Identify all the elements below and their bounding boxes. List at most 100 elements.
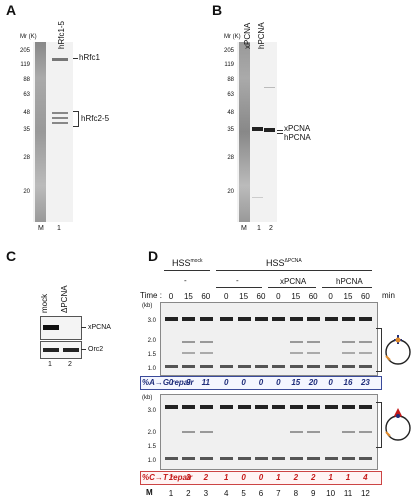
repair-ag-value: 0 [276, 378, 281, 387]
orc2-pointer [81, 349, 86, 350]
panel-c-label: C [6, 248, 17, 264]
hrfc1-label: hRfc1 [79, 53, 100, 62]
repair-band [307, 352, 321, 354]
repair-band [359, 431, 373, 433]
marker-lane [239, 42, 250, 222]
hpcna-band [264, 128, 275, 132]
mw-tick: 28 [227, 155, 234, 161]
repair-ct-value: 1 [168, 473, 174, 482]
gel-band [237, 457, 251, 460]
panel-b-label: B [212, 2, 223, 18]
bracket-bottom [376, 402, 382, 448]
xpcna-blot [40, 316, 82, 340]
repair-ag-value: 0 [241, 378, 246, 387]
time-value: 60 [360, 292, 370, 301]
hrfc-band [52, 112, 68, 114]
mw-tick: 63 [23, 92, 30, 98]
plasmid-ag-icon [385, 335, 411, 365]
gel-band [255, 317, 268, 321]
lane-label-2: 2 [68, 361, 72, 368]
gel-bottom [160, 394, 378, 470]
gel-band [199, 365, 213, 368]
repair-ct-value: 1 [328, 473, 333, 482]
gel-band [359, 405, 373, 409]
mw-tick: 88 [227, 77, 234, 83]
mw-tick: 205 [223, 48, 234, 54]
kb-tick: 1.0 [147, 458, 156, 464]
repair-band [359, 352, 373, 354]
lane-number: 9 [310, 489, 316, 498]
plasmid-ct-icon [385, 408, 411, 441]
gel-band [220, 317, 234, 321]
gel-band [307, 317, 321, 321]
time-value: 15 [343, 292, 353, 301]
panel-b-mw-unit: Mr (K) [224, 34, 241, 40]
marker-lane [35, 42, 46, 222]
repair-ct-value: 1 [223, 473, 229, 482]
gel-band [237, 317, 251, 321]
hrfc-band [52, 122, 68, 124]
kb-tick: 1.0 [147, 366, 156, 372]
gel-band [289, 365, 303, 368]
panel-d-label: D [148, 248, 159, 264]
subgroup-line [322, 287, 372, 288]
lane-number: 7 [276, 489, 281, 498]
repair-band [342, 352, 355, 354]
repair-band [289, 341, 303, 343]
gel-band [342, 317, 355, 321]
repair-ag-value: 0 [258, 378, 264, 387]
repair-ct-row [140, 471, 382, 485]
gel-band [199, 457, 213, 460]
repair-band [307, 431, 321, 433]
hrfc2-5-bracket [73, 111, 79, 127]
gel-band [182, 405, 196, 409]
repair-ag-value: 15 [291, 378, 301, 387]
lane-number: 1 [168, 489, 174, 498]
gel-band [182, 365, 196, 368]
repair-band [359, 341, 373, 343]
repair-ct-value: 3 [186, 473, 191, 482]
time-value: 0 [328, 292, 333, 301]
mw-tick: 35 [227, 127, 234, 133]
repair-band [199, 341, 213, 343]
repair-ag-value: 16 [343, 378, 353, 387]
mw-tick: 20 [227, 189, 234, 195]
lane-label-m: M [38, 225, 44, 232]
hpcna-label: hPCNA [284, 133, 311, 142]
subgroup-mock: - [184, 276, 187, 285]
group-line-mock [164, 270, 210, 271]
xpcna-pointer [81, 327, 86, 328]
kb-tick: 2.0 [147, 338, 156, 344]
hpcna-pointer [277, 133, 283, 134]
gel-band [165, 405, 178, 409]
orc2-blot [40, 341, 82, 359]
time-value: 0 [276, 292, 281, 301]
subgroup-dash: - [236, 276, 239, 285]
gel-band [220, 457, 234, 460]
panel-a-mw-unit: Mr (K) [20, 34, 37, 40]
lane-label-1: 1 [257, 225, 261, 232]
lane-number: 11 [343, 489, 353, 498]
gel-band [359, 317, 373, 321]
kb-tick: 2.0 [147, 430, 156, 436]
gel-band [342, 365, 355, 368]
lane-number: 4 [223, 489, 229, 498]
subgroup-xpcna: xPCNA [280, 277, 307, 286]
repair-ag-value: 0 [328, 378, 333, 387]
repair-ag-row [140, 376, 382, 390]
repair-ag-value: 11 [201, 378, 210, 387]
lane-number: 6 [258, 489, 264, 498]
kb-tick: 3.0 [147, 318, 156, 324]
subgroup-hpcna: hPCNA [336, 277, 363, 286]
mw-tick: 63 [227, 92, 234, 98]
lane-number: 8 [293, 489, 299, 498]
gel-band [324, 457, 338, 460]
gel-band [165, 317, 178, 321]
lane-label-1: 1 [57, 225, 61, 232]
group-hss-dpcna: HSSΔPCNA [266, 258, 302, 268]
panel-a-lane-header: hRfc1-5 [57, 20, 66, 49]
repair-ag-value: 23 [360, 378, 370, 387]
orc2-label: Orc2 [88, 346, 104, 353]
repair-band [307, 341, 321, 343]
gel-band [165, 457, 178, 460]
